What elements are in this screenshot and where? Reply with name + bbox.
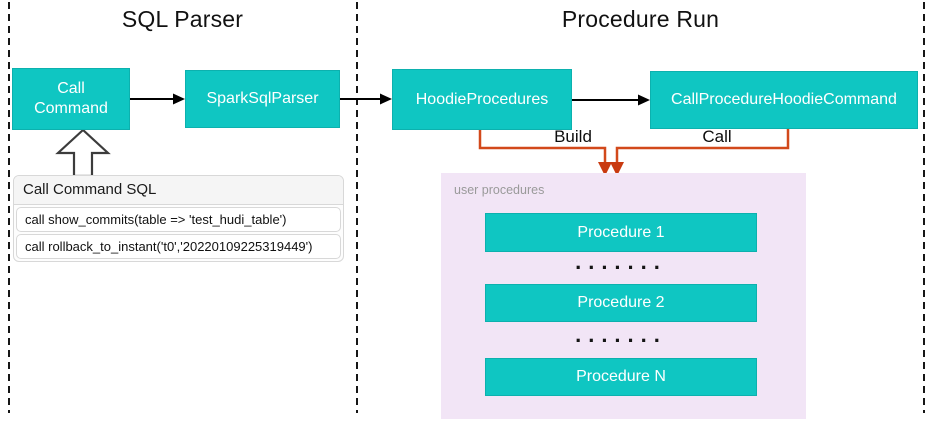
- node-sparksqlparser: SparkSqlParser: [185, 70, 340, 128]
- call-command-sql-panel: Call Command SQL call show_commits(table…: [13, 175, 344, 262]
- up-arrow-icon: [55, 128, 111, 178]
- node-hoodieprocedures: HoodieProcedures: [392, 69, 572, 130]
- sql-row-rollback-to-instant: call rollback_to_instant('t0','202201092…: [16, 234, 341, 259]
- section-title-sql-parser: SQL Parser: [121, 6, 244, 32]
- sql-panel-header: Call Command SQL: [14, 176, 343, 205]
- arrow-hoodieprocedures-to-callprocedurehoodiecommand: [572, 94, 650, 106]
- node-procedure-1: Procedure 1: [485, 213, 757, 252]
- sql-row-show-commits: call show_commits(table => 'test_hudi_ta…: [16, 207, 341, 232]
- user-procedures-container: user procedures Procedure 1 ....... Proc…: [441, 173, 806, 419]
- node-call-command: Call Command: [12, 68, 130, 130]
- section-title-procedure-run: Procedure Run: [561, 6, 720, 32]
- node-procedure-n: Procedure N: [485, 358, 757, 396]
- edge-label-call: Call: [702, 127, 732, 146]
- node-procedure-2: Procedure 2: [485, 284, 757, 322]
- ellipsis-separator: .......: [575, 322, 667, 347]
- node-callprocedurehoodiecommand: CallProcedureHoodieCommand: [650, 71, 918, 129]
- arrow-sparksqlparser-to-hoodieprocedures: [340, 93, 392, 105]
- ellipsis-separator: .......: [575, 249, 667, 274]
- arrow-callcommand-to-sparksqlparser: [130, 93, 185, 105]
- edge-label-build: Build: [554, 127, 592, 146]
- user-procedures-label: user procedures: [454, 183, 545, 197]
